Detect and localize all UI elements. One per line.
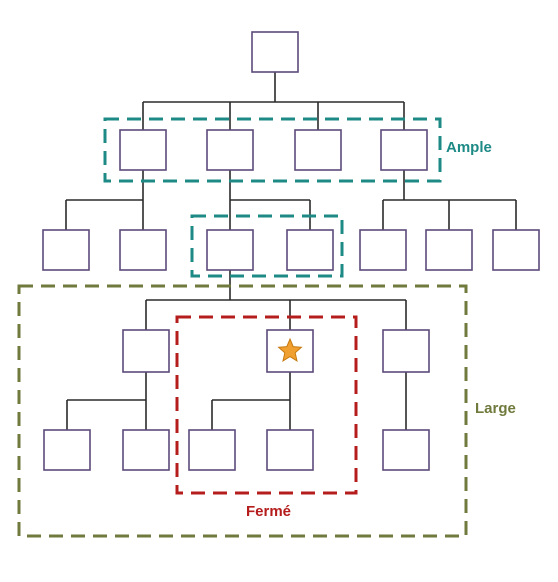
- edge-l3b-children: [211, 372, 291, 430]
- node-l2-f: [425, 229, 473, 271]
- node-l2-g: [492, 229, 540, 271]
- label-ferme: Fermé: [246, 503, 291, 520]
- node-l3-a: [122, 329, 170, 373]
- group-ferme: [175, 315, 358, 495]
- node-l4-a: [43, 429, 91, 471]
- node-l4-d: [266, 429, 314, 471]
- node-l4-e: [382, 429, 430, 471]
- node-root: [251, 31, 299, 73]
- star-icon: [277, 337, 303, 362]
- edge-l3a-children: [66, 372, 147, 430]
- node-l4-b: [122, 429, 170, 471]
- node-l2-e: [359, 229, 407, 271]
- node-l1-c: [294, 129, 342, 171]
- label-ample: Ample: [446, 139, 492, 156]
- node-l4-c: [188, 429, 236, 471]
- tree-edges: [65, 72, 517, 430]
- edge-l1b-children: [229, 170, 311, 230]
- group-ample-level2: [190, 214, 344, 278]
- edge-l1d-children: [382, 170, 517, 230]
- group-ample-level1: [103, 117, 442, 183]
- edge-l2-to-level3: [145, 270, 407, 330]
- tree-nodes: [42, 31, 540, 471]
- edge-root-to-level1: [142, 72, 405, 130]
- label-large: Large: [475, 400, 516, 417]
- edge-l1a-children: [65, 170, 144, 230]
- node-l2-a: [42, 229, 90, 271]
- group-large: [17, 284, 468, 538]
- node-l1-b: [206, 129, 254, 171]
- node-l2-d: [286, 229, 334, 271]
- node-l3-c: [382, 329, 430, 373]
- node-l2-b: [119, 229, 167, 271]
- node-l2-c: [206, 229, 254, 271]
- node-l1-a: [119, 129, 167, 171]
- node-l1-d: [380, 129, 428, 171]
